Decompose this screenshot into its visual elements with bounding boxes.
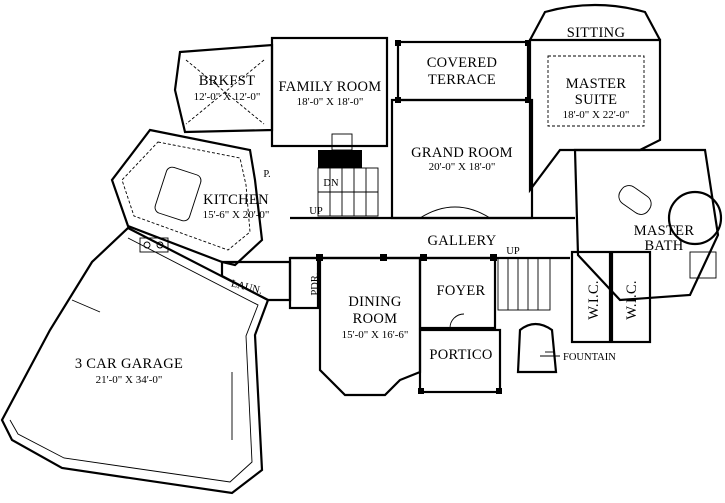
fountain	[516, 322, 558, 374]
laun-label: LAUN.	[230, 278, 264, 296]
pdr-label: PDR.	[310, 272, 321, 295]
brkfst-label: BRKFST	[199, 73, 256, 89]
kitchen-walls	[110, 128, 264, 267]
garage-label: 3 CAR GARAGE	[75, 356, 183, 372]
dining-room-dims: 15'-0" X 16'-6"	[342, 329, 409, 341]
wic-walls	[570, 250, 652, 344]
gallery-label: GALLERY	[428, 233, 497, 249]
master-bath-label-line2: BATH	[644, 238, 683, 254]
garage-walls	[0, 226, 270, 495]
wic-left-label: W.I.C.	[586, 280, 602, 320]
stairs-up-right-label: UP	[506, 246, 520, 257]
grand-room-dims: 20'-0" X 18'-0"	[429, 161, 496, 173]
kitchen-label: KITCHEN	[203, 192, 269, 208]
portico-walls	[418, 328, 502, 394]
grand-room-label: GRAND ROOM	[411, 145, 513, 161]
sitting-label: SITTING	[567, 25, 626, 41]
dining-room-label-line2: ROOM	[353, 311, 398, 327]
stairs-left	[317, 167, 379, 217]
master-suite-label-line2: SUITE	[575, 92, 618, 108]
kitchen-dims: 15'-6" X 20'-0"	[203, 209, 270, 221]
garage-dims: 21'-0" X 34'-0"	[96, 374, 163, 386]
covered-terrace-label-line2: TERRACE	[428, 72, 496, 88]
laun-pdr-walls	[220, 256, 320, 310]
wic-right-label: W.I.C.	[624, 280, 640, 320]
covered-terrace-label-line1: COVERED	[427, 55, 498, 71]
foyer-walls	[418, 256, 497, 330]
brkfst-walls	[173, 43, 274, 134]
fountain-callout: FOUNTAIN	[563, 352, 616, 363]
stairs-right	[497, 257, 551, 311]
master-suite-dims: 18'-0" X 22'-0"	[563, 109, 630, 121]
portico-label: PORTICO	[429, 347, 492, 363]
stairs-up-left-label: UP	[309, 206, 323, 217]
family-room-label: FAMILY ROOM	[279, 79, 382, 95]
master-bath-walls	[573, 148, 723, 302]
family-room-walls	[270, 36, 389, 168]
master-suite-label-line1: MASTER	[566, 76, 627, 92]
stairs-down-label: DN	[323, 178, 339, 189]
dining-room-label-line1: DINING	[348, 294, 402, 310]
foyer-label: FOYER	[436, 283, 485, 299]
brkfst-dims: 12'-0" X 12'-0"	[194, 91, 261, 103]
pantry-label: P.	[263, 169, 270, 180]
master-bath-label-line1: MASTER	[634, 223, 695, 239]
family-room-dims: 18'-0" X 18'-0"	[297, 96, 364, 108]
